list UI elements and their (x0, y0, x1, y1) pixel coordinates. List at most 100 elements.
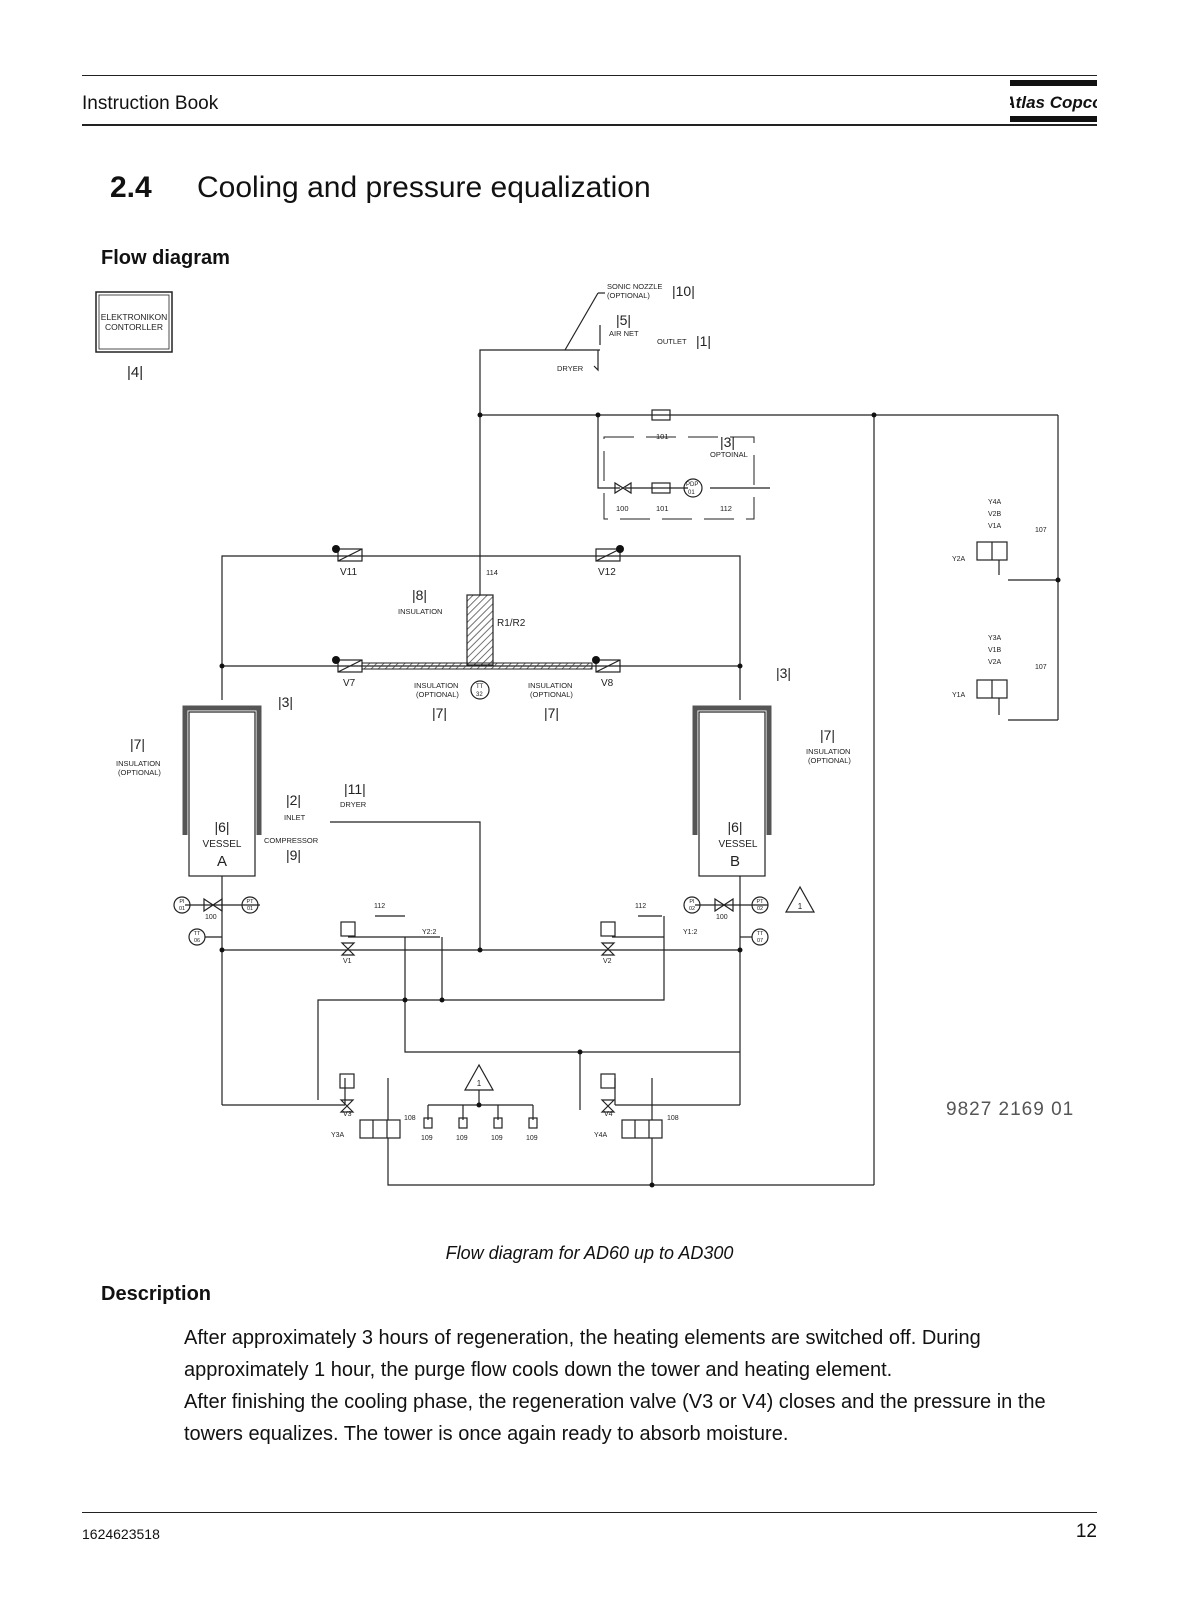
flow-diagram-heading: Flow diagram (101, 247, 230, 269)
tag-107-top: 107 (1035, 527, 1047, 534)
ins-opt-2-line1: INSULATION (528, 681, 572, 690)
valve-v11 (337, 548, 363, 562)
vessel-b-ref: |6| (727, 819, 742, 835)
pt02-label-1: PT (756, 899, 764, 905)
valve-v12 (595, 548, 621, 562)
tag-109-3: 109 (491, 1135, 503, 1142)
tag-108-right: 108 (667, 1115, 679, 1122)
header-top-rule (82, 75, 1097, 76)
pi01-label-1: PI (179, 899, 185, 905)
tt07-label-2: 07 (757, 938, 763, 944)
tag-109-4: 109 (526, 1135, 538, 1142)
tag-109-2: 109 (456, 1135, 468, 1142)
document-code: 1624623518 (82, 1526, 160, 1542)
v11-label: V11 (340, 567, 357, 578)
v7-label: V7 (343, 678, 356, 689)
right-bot-v1b: V1B (988, 647, 1002, 654)
description-paragraph-1: After approximately 3 hours of regenerat… (184, 1327, 981, 1381)
compressor-label: COMPRESSOR (264, 836, 319, 845)
ref-3-left: |3| (278, 694, 293, 710)
controller-label-1: ELEKTRONIKON (101, 312, 168, 322)
section-title: Cooling and pressure equalization (197, 171, 651, 204)
y12-label: Y1:2 (683, 929, 698, 936)
ref-3-top: |3| (720, 434, 735, 450)
air-net-label: AIR NET (609, 329, 639, 338)
v4-label: V4 (604, 1111, 613, 1118)
ref-5: |5| (616, 312, 631, 328)
ins-left-line1: INSULATION (116, 759, 160, 768)
tt32-label-2: 32 (476, 692, 483, 698)
r1-r2-label: R1/R2 (497, 618, 526, 629)
ref-2: |2| (286, 792, 301, 808)
v2-label: V2 (603, 958, 612, 965)
pt02-label-2: 02 (757, 906, 763, 912)
ref-7-b: |7| (544, 705, 559, 721)
dryer-mid-label: DRYER (340, 800, 367, 809)
ref-7-right: |7| (820, 727, 835, 743)
ins-right-line1: INSULATION (806, 747, 850, 756)
tag-109-1: 109 (421, 1135, 433, 1142)
footer-rule (82, 1512, 1097, 1513)
pt01-label-1: PT (246, 899, 254, 905)
description-body: After approximately 3 hours of regenerat… (184, 1322, 1084, 1450)
warning-1-right: 1 (798, 902, 803, 911)
v8-label: V8 (601, 678, 614, 689)
right-bot-v2a: V2A (988, 659, 1002, 666)
v3-label: V3 (343, 1111, 352, 1118)
ins-opt-2-line2: (OPTIONAL) (530, 690, 573, 699)
ins-right-line2: (OPTIONAL) (808, 756, 851, 765)
tag-112-b: 112 (635, 903, 646, 910)
y2a-label: Y2A (952, 556, 966, 563)
tag-101-top: 101 (656, 432, 669, 441)
y1a-label: Y1A (952, 692, 966, 699)
sonic-nozzle-label-1: SONIC NOZZLE (607, 282, 662, 291)
ref-11: |11| (344, 781, 366, 797)
v12-label: V12 (598, 567, 616, 578)
right-bot-y3a: Y3A (988, 635, 1002, 642)
page-number: 12 (1075, 1521, 1097, 1542)
description-heading: Description (101, 1283, 212, 1305)
tt32-label-1: TT (476, 684, 484, 690)
dryer-top-label: DRYER (557, 364, 584, 373)
ref-3-right: |3| (776, 665, 791, 681)
ref-4: |4| (127, 364, 143, 381)
pt01-label-2: 01 (247, 906, 253, 912)
valve-v8 (595, 659, 621, 673)
flow-diagram: ELEKTRONIKON CONTORLLER |4| SONIC NOZZLE… (95, 282, 1074, 1188)
tt06-label-1: TT (194, 931, 201, 937)
outlet-label: OUTLET (657, 337, 687, 346)
ref-7-a: |7| (432, 705, 447, 721)
vessel-a-label: VESSEL (203, 839, 242, 850)
tag-108-left: 108 (404, 1115, 416, 1122)
v1-label: V1 (343, 958, 352, 965)
tag-100-a: 100 (205, 914, 217, 921)
tag-101-bottom: 101 (656, 504, 669, 513)
tag-114: 114 (486, 568, 498, 577)
insulation-heater-label: INSULATION (398, 607, 442, 616)
figure-caption: Flow diagram for AD60 up to AD300 (445, 1243, 734, 1263)
ref-1: |1| (696, 333, 711, 349)
pi02-label-1: PI (689, 899, 695, 905)
vessel-a-ref: |6| (214, 819, 229, 835)
right-top-v2b: V2B (988, 511, 1002, 518)
right-top-v1a: V1A (988, 523, 1002, 530)
y3a-label: Y3A (331, 1132, 345, 1139)
ins-opt-1-line2: (OPTIONAL) (416, 690, 459, 699)
vessel-b-id: B (730, 853, 740, 870)
y4a-label: Y4A (594, 1132, 608, 1139)
warning-1-center: 1 (477, 1079, 482, 1088)
tag-112-a: 112 (374, 903, 385, 910)
inlet-label: INLET (284, 813, 306, 822)
tt06-label-2: 06 (194, 938, 200, 944)
ref-10: |10| (672, 283, 695, 299)
sonic-nozzle-label-2: (OPTIONAL) (607, 291, 650, 300)
ins-left-line2: (OPTIONAL) (118, 768, 161, 777)
atlas-copco-logo: Atlas Copco (1002, 78, 1103, 126)
controller-label-2: CONTORLLER (105, 322, 163, 332)
ref-7-left: |7| (130, 736, 145, 752)
drawing-number: 9827 2169 01 (946, 1099, 1074, 1120)
vessel-b-label: VESSEL (719, 839, 758, 850)
section-number: 2.4 (110, 171, 152, 204)
description-paragraph-2: After finishing the cooling phase, the r… (184, 1391, 1046, 1445)
tag-100-top: 100 (616, 504, 629, 513)
